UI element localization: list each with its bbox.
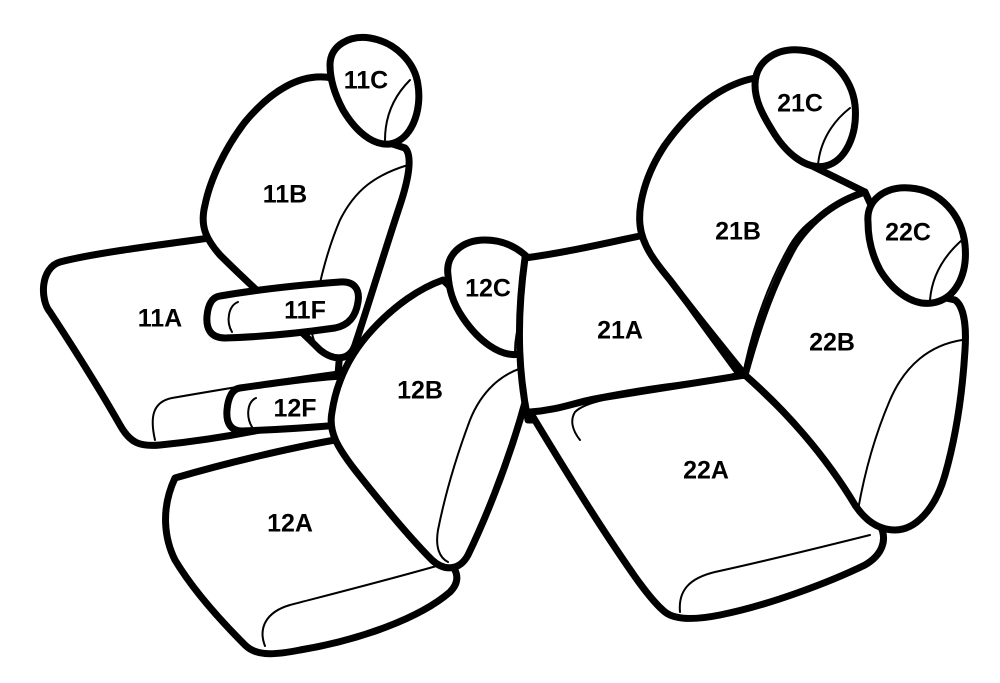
seat-seam-22a <box>571 374 746 441</box>
label-12c: 12C <box>465 275 511 303</box>
label-12a: 12A <box>267 510 313 538</box>
label-12f: 12F <box>273 395 316 423</box>
seat-seam-12b <box>436 364 536 563</box>
label-21a: 21A <box>597 317 643 345</box>
seat-part-12f <box>223 372 346 435</box>
seat-part-22c <box>864 184 969 307</box>
label-22c: 22C <box>885 219 931 247</box>
seat-seam-12a <box>261 564 441 647</box>
seat-seam-21c <box>817 107 851 166</box>
part-labels: 11A 11B 11C 11F 12A 12B 12C 12F 21A 21B … <box>138 67 931 538</box>
seat-rear-bench <box>515 46 969 622</box>
label-22a: 22A <box>683 457 729 485</box>
label-21c: 21C <box>777 90 823 118</box>
seat-seam-11f <box>227 301 239 333</box>
seat-part-22b <box>741 188 969 534</box>
label-11b: 11B <box>263 181 307 209</box>
label-11f: 11F <box>284 297 326 325</box>
label-21b: 21B <box>715 218 761 246</box>
label-12b: 12B <box>397 377 443 405</box>
seat-part-12b <box>327 276 544 572</box>
seat-part-21c <box>751 46 859 171</box>
label-11a: 11A <box>138 305 182 333</box>
seat-part-11f <box>203 278 362 342</box>
seat-part-11c <box>326 33 423 148</box>
label-11c: 11C <box>344 67 388 95</box>
seat-seam-11b <box>310 164 409 356</box>
seat-seam-22b <box>857 339 963 511</box>
seat-seam-11c <box>384 79 411 141</box>
label-22b: 22B <box>809 329 855 357</box>
seat-seam-22c <box>929 239 963 301</box>
seat-seam-12f <box>247 397 257 428</box>
seat-seam-22a-front <box>678 534 871 613</box>
